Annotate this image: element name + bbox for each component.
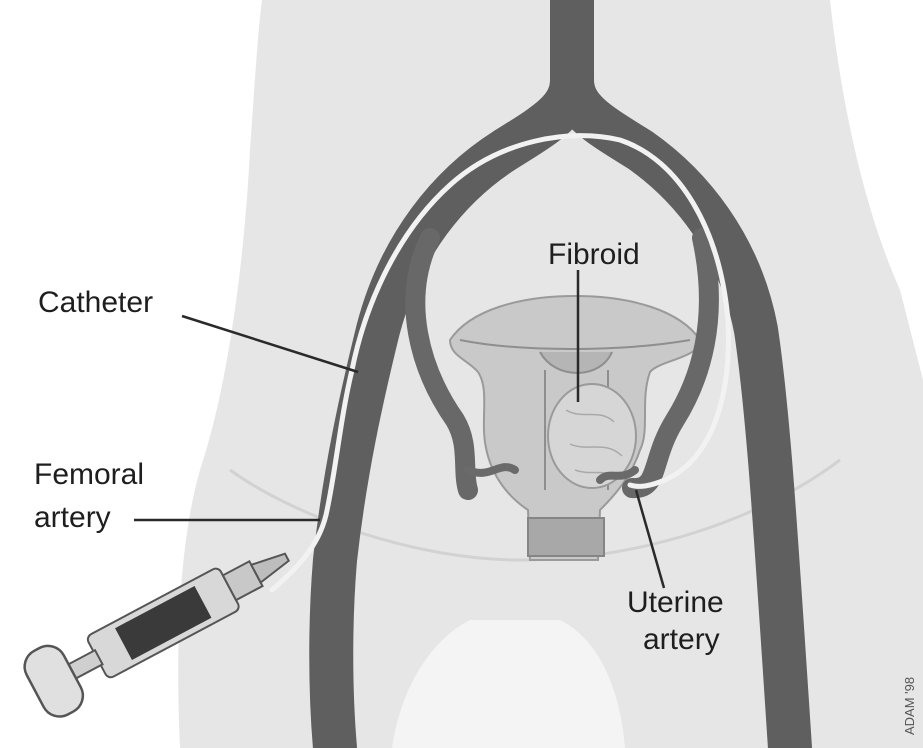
label-femoral-line1: Femoral [34, 458, 144, 491]
label-femoral-line2: artery [34, 501, 111, 534]
label-fibroid: Fibroid [548, 238, 640, 271]
label-uterine-line1: Uterine [627, 586, 724, 619]
label-catheter: Catheter [38, 286, 153, 319]
illustration-credit: ADAM '98 [902, 677, 917, 735]
label-uterine-line2: artery [643, 623, 720, 656]
syringe-plunger-cap [18, 640, 89, 723]
cervix [528, 518, 604, 556]
